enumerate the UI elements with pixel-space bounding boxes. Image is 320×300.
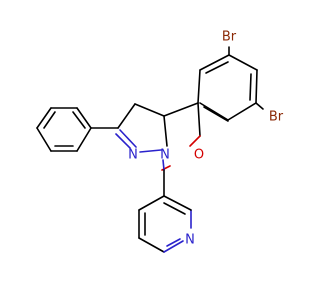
bond	[139, 149, 162, 153]
amine-nitrogen-label: N	[160, 148, 170, 163]
pyrazoline-ring	[115, 103, 168, 153]
bond	[76, 107, 92, 129]
bond	[163, 202, 186, 215]
bond	[163, 115, 168, 147]
bond	[255, 69, 258, 104]
oxazine-ring	[161, 102, 201, 171]
bond	[203, 106, 229, 122]
molecule-diagram: Br Br O N N N	[36, 30, 284, 253]
bond	[138, 237, 165, 253]
bond	[249, 73, 252, 101]
imine-nitrogen-label: N	[128, 148, 138, 163]
bond	[166, 238, 181, 247]
bromine-label-top: Br	[222, 30, 237, 45]
bond	[199, 54, 230, 71]
bond	[199, 102, 229, 121]
bond	[72, 111, 86, 129]
bond	[227, 102, 257, 121]
bond	[163, 102, 199, 117]
bond	[36, 127, 52, 152]
bond	[43, 111, 56, 129]
bond	[138, 195, 165, 211]
bond	[228, 54, 258, 71]
bond	[115, 133, 131, 149]
bond	[197, 102, 201, 137]
bond	[189, 135, 201, 147]
phenyl-ring	[36, 107, 92, 152]
bond	[197, 69, 201, 104]
bond	[36, 107, 52, 129]
bond	[119, 129, 137, 148]
bond	[134, 103, 165, 117]
bond	[255, 102, 264, 110]
oxygen-label: O	[194, 148, 204, 163]
bond	[205, 61, 229, 74]
bond	[117, 103, 136, 129]
pyridine-nitrogen-label: N	[185, 233, 195, 248]
bond	[163, 195, 192, 211]
bond	[76, 127, 92, 152]
bromine-label-right: Br	[269, 110, 284, 125]
pyridine-ring	[138, 195, 192, 253]
dibromobenzene-ring	[197, 54, 258, 122]
structure-canvas: Br Br O N N N	[36, 29, 284, 253]
bond	[162, 159, 165, 171]
bond	[163, 240, 184, 253]
